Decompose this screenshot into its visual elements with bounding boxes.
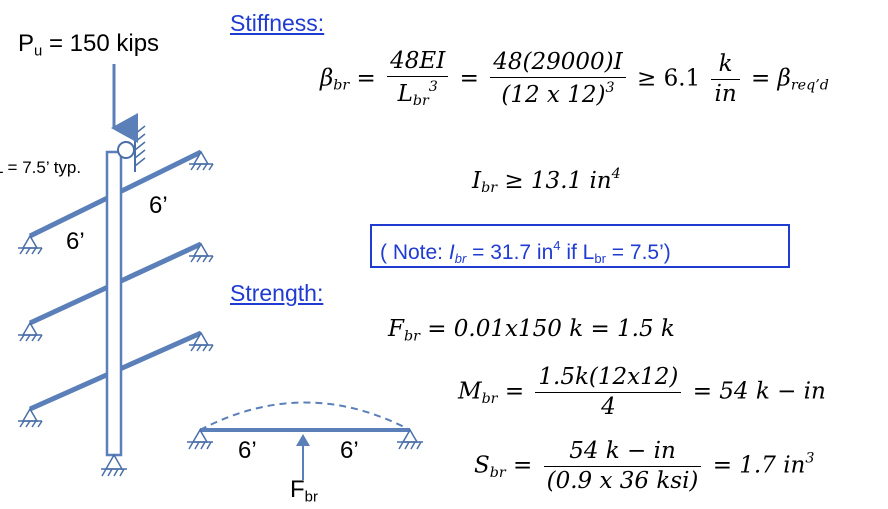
beam-left-span-label: 6’ — [238, 437, 257, 464]
load-label: Pu = 150 kips — [18, 30, 160, 60]
mbr-equation: Mbr = 1.5k(12x12) 4 = 54 k − in — [458, 364, 826, 420]
brace-beam-detail — [187, 401, 423, 480]
brace-right-supports — [189, 150, 214, 352]
pin-support-icon — [187, 428, 213, 450]
brace-left-supports — [18, 234, 43, 428]
deflected-shape — [199, 401, 411, 431]
fraction-48EI-over-L3: 48EI Lbr3 — [387, 50, 449, 109]
dim-label-upper-right: 6’ — [149, 192, 168, 219]
stiffness-heading: Stiffness: — [230, 10, 325, 36]
pin-support-icon — [189, 242, 214, 263]
beam-right-span-label: 6’ — [340, 437, 359, 464]
column — [105, 150, 123, 457]
brace-force-label: Fbr — [290, 476, 318, 506]
stiffness-equation: βbr = 48EI Lbr3 = 48(29000)I (12 x 12)3 … — [320, 48, 829, 110]
pin-support-icon — [18, 321, 43, 342]
pin-support-icon — [18, 407, 43, 428]
sbr-equation: Sbr = 54 k − in (0.9 x 36 ksi) = 1.7 in3 — [474, 438, 815, 494]
fraction-k-over-in: k in — [711, 52, 740, 106]
pin-support-icon — [189, 331, 214, 352]
fraction-section-modulus: 54 k − in (0.9 x 36 ksi) — [543, 440, 702, 493]
ibr-requirement: Ibr ≥ 13.1 in4 — [472, 166, 621, 197]
brace-force-arrowhead — [296, 434, 310, 446]
dim-label-upper-left: 6’ — [66, 228, 85, 255]
note-box: ( Note: Ibr = 31.7 in4 if Lbr = 7.5’) — [370, 224, 790, 268]
fbr-equation: Fbr = 0.01x150 k = 1.5 k — [388, 316, 675, 345]
column-base-support-icon — [101, 453, 127, 477]
pin-support-icon — [18, 234, 43, 255]
length-note: L = 7.5’ typ. — [0, 158, 82, 177]
pin-support-icon — [397, 428, 423, 450]
pin-support-icon — [189, 150, 214, 171]
fraction-numeric-stiffness: 48(29000)I (12 x 12)3 — [490, 51, 626, 107]
strength-heading: Strength: — [230, 280, 324, 306]
fraction-moment: 1.5k(12x12) 4 — [535, 366, 682, 419]
